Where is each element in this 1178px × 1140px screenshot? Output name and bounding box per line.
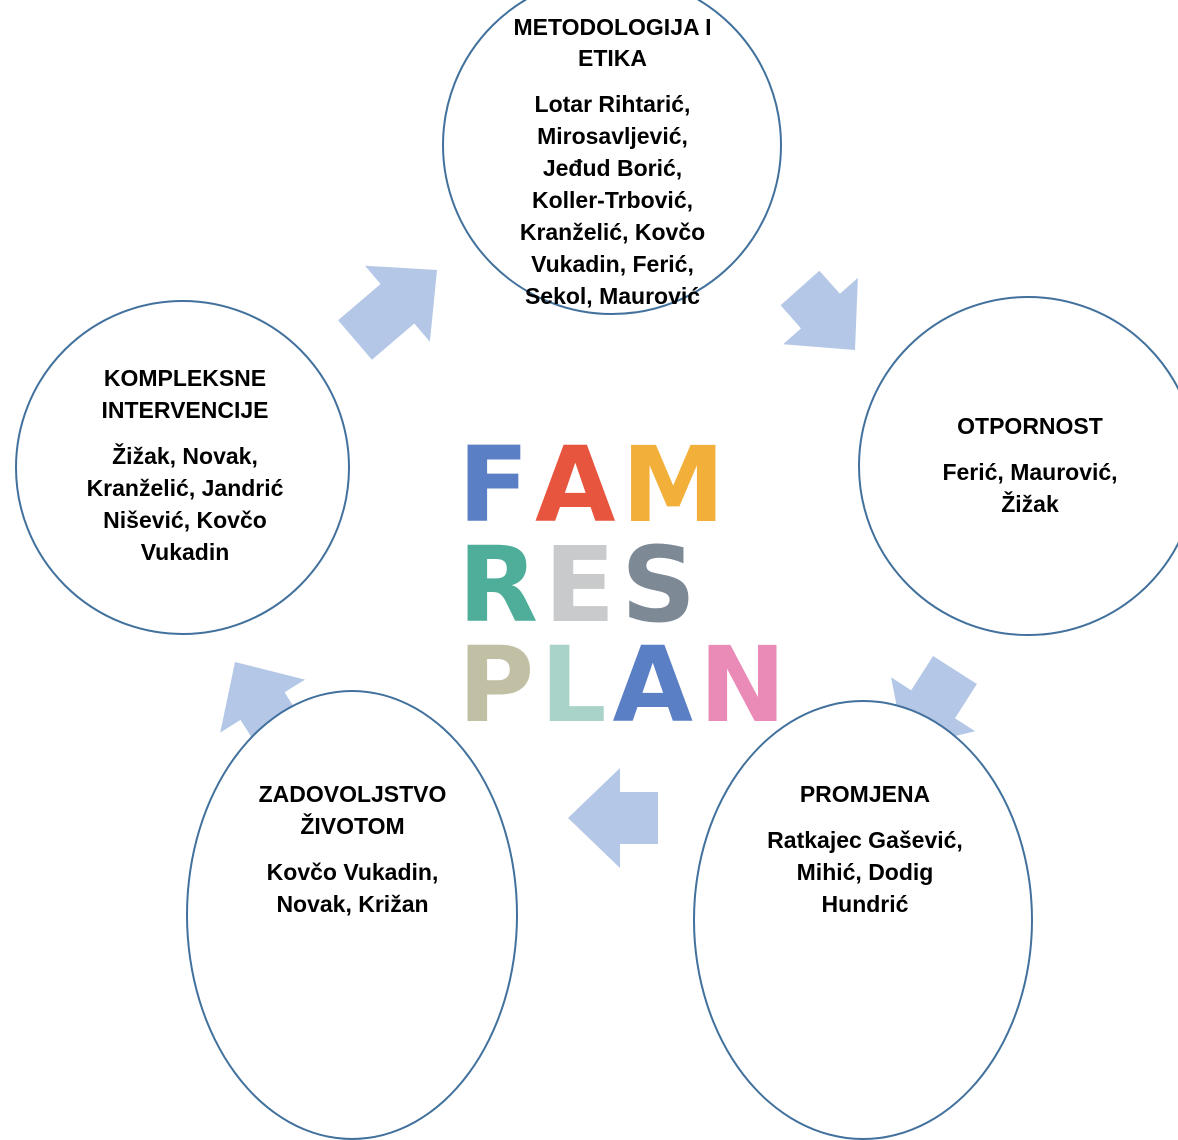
node-title: ZADOVOLJSTVO ŽIVOTOM [258,781,447,839]
node-metodologija: METODOLOGIJA I ETIKA Lotar Rihtarić, Mir… [480,12,745,312]
node-circle-metodologija [442,0,782,315]
node-circle-zadovoljstvo [186,690,518,1140]
arrow-to-zadovoljstvo [568,768,658,868]
logo-letter: L [540,624,607,746]
node-title: KOMPLEKSNE INTERVENCIJE [101,365,269,423]
node-otpornost: OTPORNOST Ferić, Maurović, Žižak [880,410,1178,520]
logo-letter: A [535,424,616,546]
node-names: Kovčo Vukadin, Novak, Križan [266,859,439,917]
logo-letter: S [621,524,697,646]
node-title: OTPORNOST [957,413,1103,439]
famresplan-logo: F A M R E S P L A N [458,424,786,746]
node-circle-kompleksne [15,300,350,635]
logo-letter: P [458,624,535,746]
node-names: Lotar Rihtarić, Mirosavljević, Jeđud Bor… [519,91,706,309]
node-names: Žižak, Novak, Kranželić, Jandrić Nišević… [86,443,284,565]
logo-letter: N [699,624,787,746]
logo-row: P L A N [458,624,786,746]
node-names: Ratkajec Gašević, Mihić, Dodig Hundrić [767,827,963,917]
logo-letter: M [621,424,726,546]
node-promjena: PROMJENA Ratkajec Gašević, Mihić, Dodig … [710,778,1020,920]
logo-letter: F [458,424,530,546]
node-circle-otpornost [858,296,1178,636]
arrow-to-otpornost [780,270,858,350]
logo-letter: E [544,524,616,646]
logo-letter: A [612,624,694,746]
logo-row: F A M [458,424,773,546]
logo-row: R E S [458,524,773,646]
node-kompleksne: KOMPLEKSNE INTERVENCIJE Žižak, Novak, Kr… [40,362,330,568]
node-zadovoljstvo: ZADOVOLJSTVO ŽIVOTOM Kovčo Vukadin, Nova… [205,778,500,920]
node-circle-promjena [693,700,1033,1140]
arrow-to-metodologija [338,265,437,360]
node-title: PROMJENA [799,781,931,807]
node-title: METODOLOGIJA I ETIKA [513,14,712,71]
node-names: Ferić, Maurović, Žižak [942,459,1118,517]
logo-letter: R [458,524,539,646]
